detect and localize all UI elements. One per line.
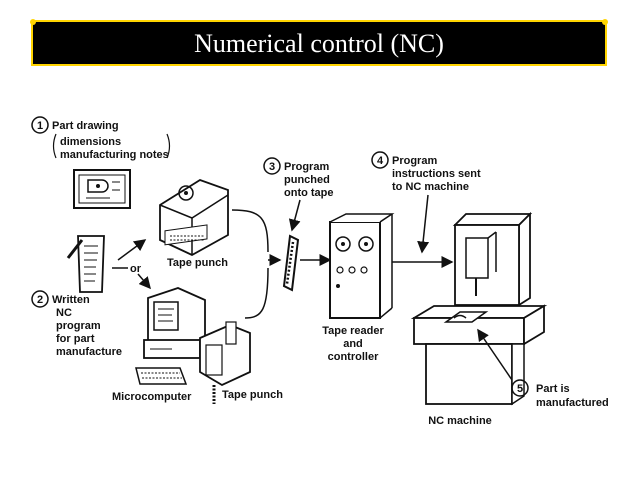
connector-top (231, 209, 269, 253)
notepad-icon (66, 235, 105, 293)
step-4-number: 4 (377, 155, 384, 167)
arrow-to-tape-punch (117, 239, 147, 261)
step-3-label-group: 3 Program punched onto tape (263, 157, 334, 232)
step-2-label: Written (52, 294, 90, 306)
punched-tape-icon (282, 234, 300, 292)
instructions-line-2: instructions sent (392, 168, 481, 180)
step-5-number: 5 (517, 383, 523, 395)
step-2-badge (31, 290, 49, 308)
tape-punch-top-label: Tape punch (167, 257, 228, 269)
step-2-number: 2 (37, 294, 43, 306)
written-line-2: NC (56, 307, 72, 319)
manufacturing-notes: manufacturing notes (60, 149, 169, 161)
title-bar-corner (30, 19, 36, 25)
connector-bottom (244, 267, 269, 319)
step-2-label-group: 2 Written NC program for part manufactur… (31, 290, 122, 358)
instructions-line-3: to NC machine (392, 181, 469, 193)
step-4-badge (371, 151, 389, 169)
title-bar-corner (602, 19, 608, 25)
step-1-number: 1 (37, 120, 43, 132)
program-line-3: onto tape (284, 187, 334, 199)
right-paren (166, 133, 171, 159)
tape-punch-icon (199, 321, 251, 404)
tape-punch-bottom-label: Tape punch (222, 389, 283, 401)
step-5-label: Part is (536, 383, 570, 395)
microcomputer-label: Microcomputer (112, 391, 192, 403)
written-line-3: program (56, 320, 101, 332)
drawing-icon (73, 169, 131, 209)
step-5-label-group: 5 Part is manufactured (477, 328, 609, 409)
microcomputer-icon (143, 287, 206, 359)
written-line-5: manufacture (56, 346, 122, 358)
step-1-label: Part drawing (52, 120, 119, 132)
slide-title: Numerical control (NC) (194, 29, 444, 58)
left-paren (52, 133, 57, 159)
arrow-to-microcomputer (137, 273, 151, 290)
step-3-label: Program (284, 161, 329, 173)
nc-machine-label: NC machine (428, 415, 492, 427)
tape-reader-icon (329, 213, 395, 319)
step-3-pointer (288, 199, 301, 232)
nc-machine-icon (410, 211, 548, 406)
step-3-number: 3 (269, 161, 275, 173)
written-line-4: for part (56, 333, 95, 345)
program-line-2: punched (284, 174, 330, 186)
tape-reader-label-1: Tape reader (322, 325, 384, 337)
title-bar: Numerical control (NC) (30, 19, 608, 66)
workpiece-icon (443, 311, 489, 323)
dimensions-note: dimensions (60, 136, 121, 148)
step-5-badge (511, 379, 529, 397)
step-3-badge (263, 157, 281, 175)
or-label: or (130, 263, 142, 275)
step-4-pointer (417, 194, 430, 254)
step-4-label-group: 4 Program instructions sent to NC machin… (371, 151, 481, 254)
manufactured-line: manufactured (536, 397, 609, 409)
tape-punch-icon (159, 179, 229, 257)
tape-reader-label-2: and (343, 338, 363, 350)
tape-reader-label-3: controller (328, 351, 379, 363)
step-5-pointer (477, 328, 513, 381)
step-4-label: Program (392, 155, 437, 167)
step-1-label-group: 1 Part drawing dimensions manufacturing … (31, 116, 171, 161)
step-1-badge (31, 116, 49, 134)
keyboard-icon (135, 367, 188, 385)
